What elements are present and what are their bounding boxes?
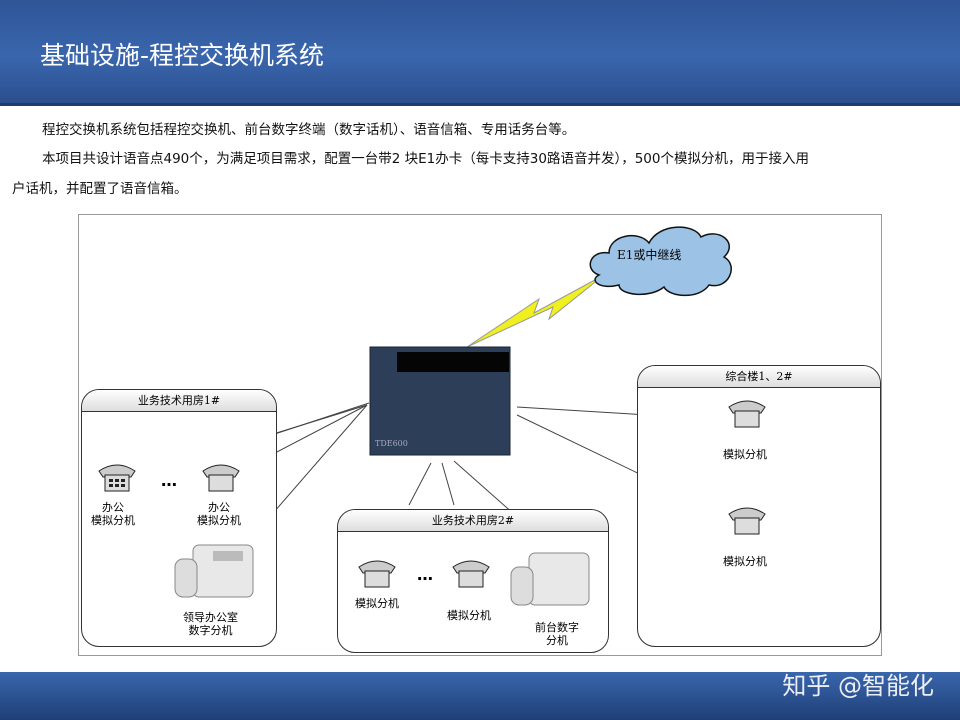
room-1-title: 业务技术用房1#	[82, 390, 276, 412]
network-diagram: E1或中继线 TDE600 业务技术用房1# 业务技术用房2# 综合楼1、2# …	[78, 214, 882, 656]
analog-phone-icon	[728, 400, 766, 428]
building-title: 综合楼1、2#	[638, 366, 880, 388]
paragraph-2-line-2: 户话机，并配置了语音信箱。	[12, 181, 188, 197]
watermark: 知乎 @智能化	[782, 672, 934, 700]
digital-phone-icon	[510, 552, 590, 606]
phone-label: 模拟分机	[723, 448, 767, 461]
connection-lines	[133, 226, 732, 546]
ellipsis: …	[161, 471, 177, 490]
pbx-cabinet-icon	[369, 346, 511, 456]
digital-phone-icon	[174, 544, 254, 598]
phone-label: 模拟分机	[723, 555, 767, 568]
header-bar: 基础设施-程控交换机系统	[0, 0, 960, 106]
pbx-model-label: TDE600	[375, 439, 408, 448]
paragraph-1: 程控交换机系统包括程控交换机、前台数字终端（数字话机）、语音信箱、专用话务台等。	[42, 122, 576, 138]
phone-label: 模拟分机	[355, 597, 399, 610]
phone-label: 领导办公室 数字分机	[183, 611, 238, 637]
phone-label: 前台数字 分机	[535, 621, 579, 647]
footer-bar	[0, 672, 960, 720]
cloud-icon	[589, 226, 732, 297]
page-title: 基础设施-程控交换机系统	[40, 41, 325, 70]
phone-label: 办公 模拟分机	[197, 501, 241, 527]
room-2-title: 业务技术用房2#	[338, 510, 608, 532]
paragraph-2-line-1: 本项目共设计语音点490个，为满足项目需求，配置一台带2 块E1办卡（每卡支持3…	[42, 151, 809, 167]
room-1-group: 业务技术用房1#	[81, 389, 277, 647]
analog-phone-icon	[728, 507, 766, 535]
analog-phone-icon	[202, 464, 240, 492]
analog-phone-icon	[452, 560, 490, 588]
analog-phone-icon	[98, 464, 136, 492]
ellipsis: …	[417, 565, 433, 584]
lightning-link-icon	[466, 274, 605, 348]
phone-label: 模拟分机	[447, 609, 491, 622]
cloud-label: E1或中继线	[617, 248, 682, 262]
analog-phone-icon	[358, 560, 396, 588]
phone-label: 办公 模拟分机	[91, 501, 135, 527]
